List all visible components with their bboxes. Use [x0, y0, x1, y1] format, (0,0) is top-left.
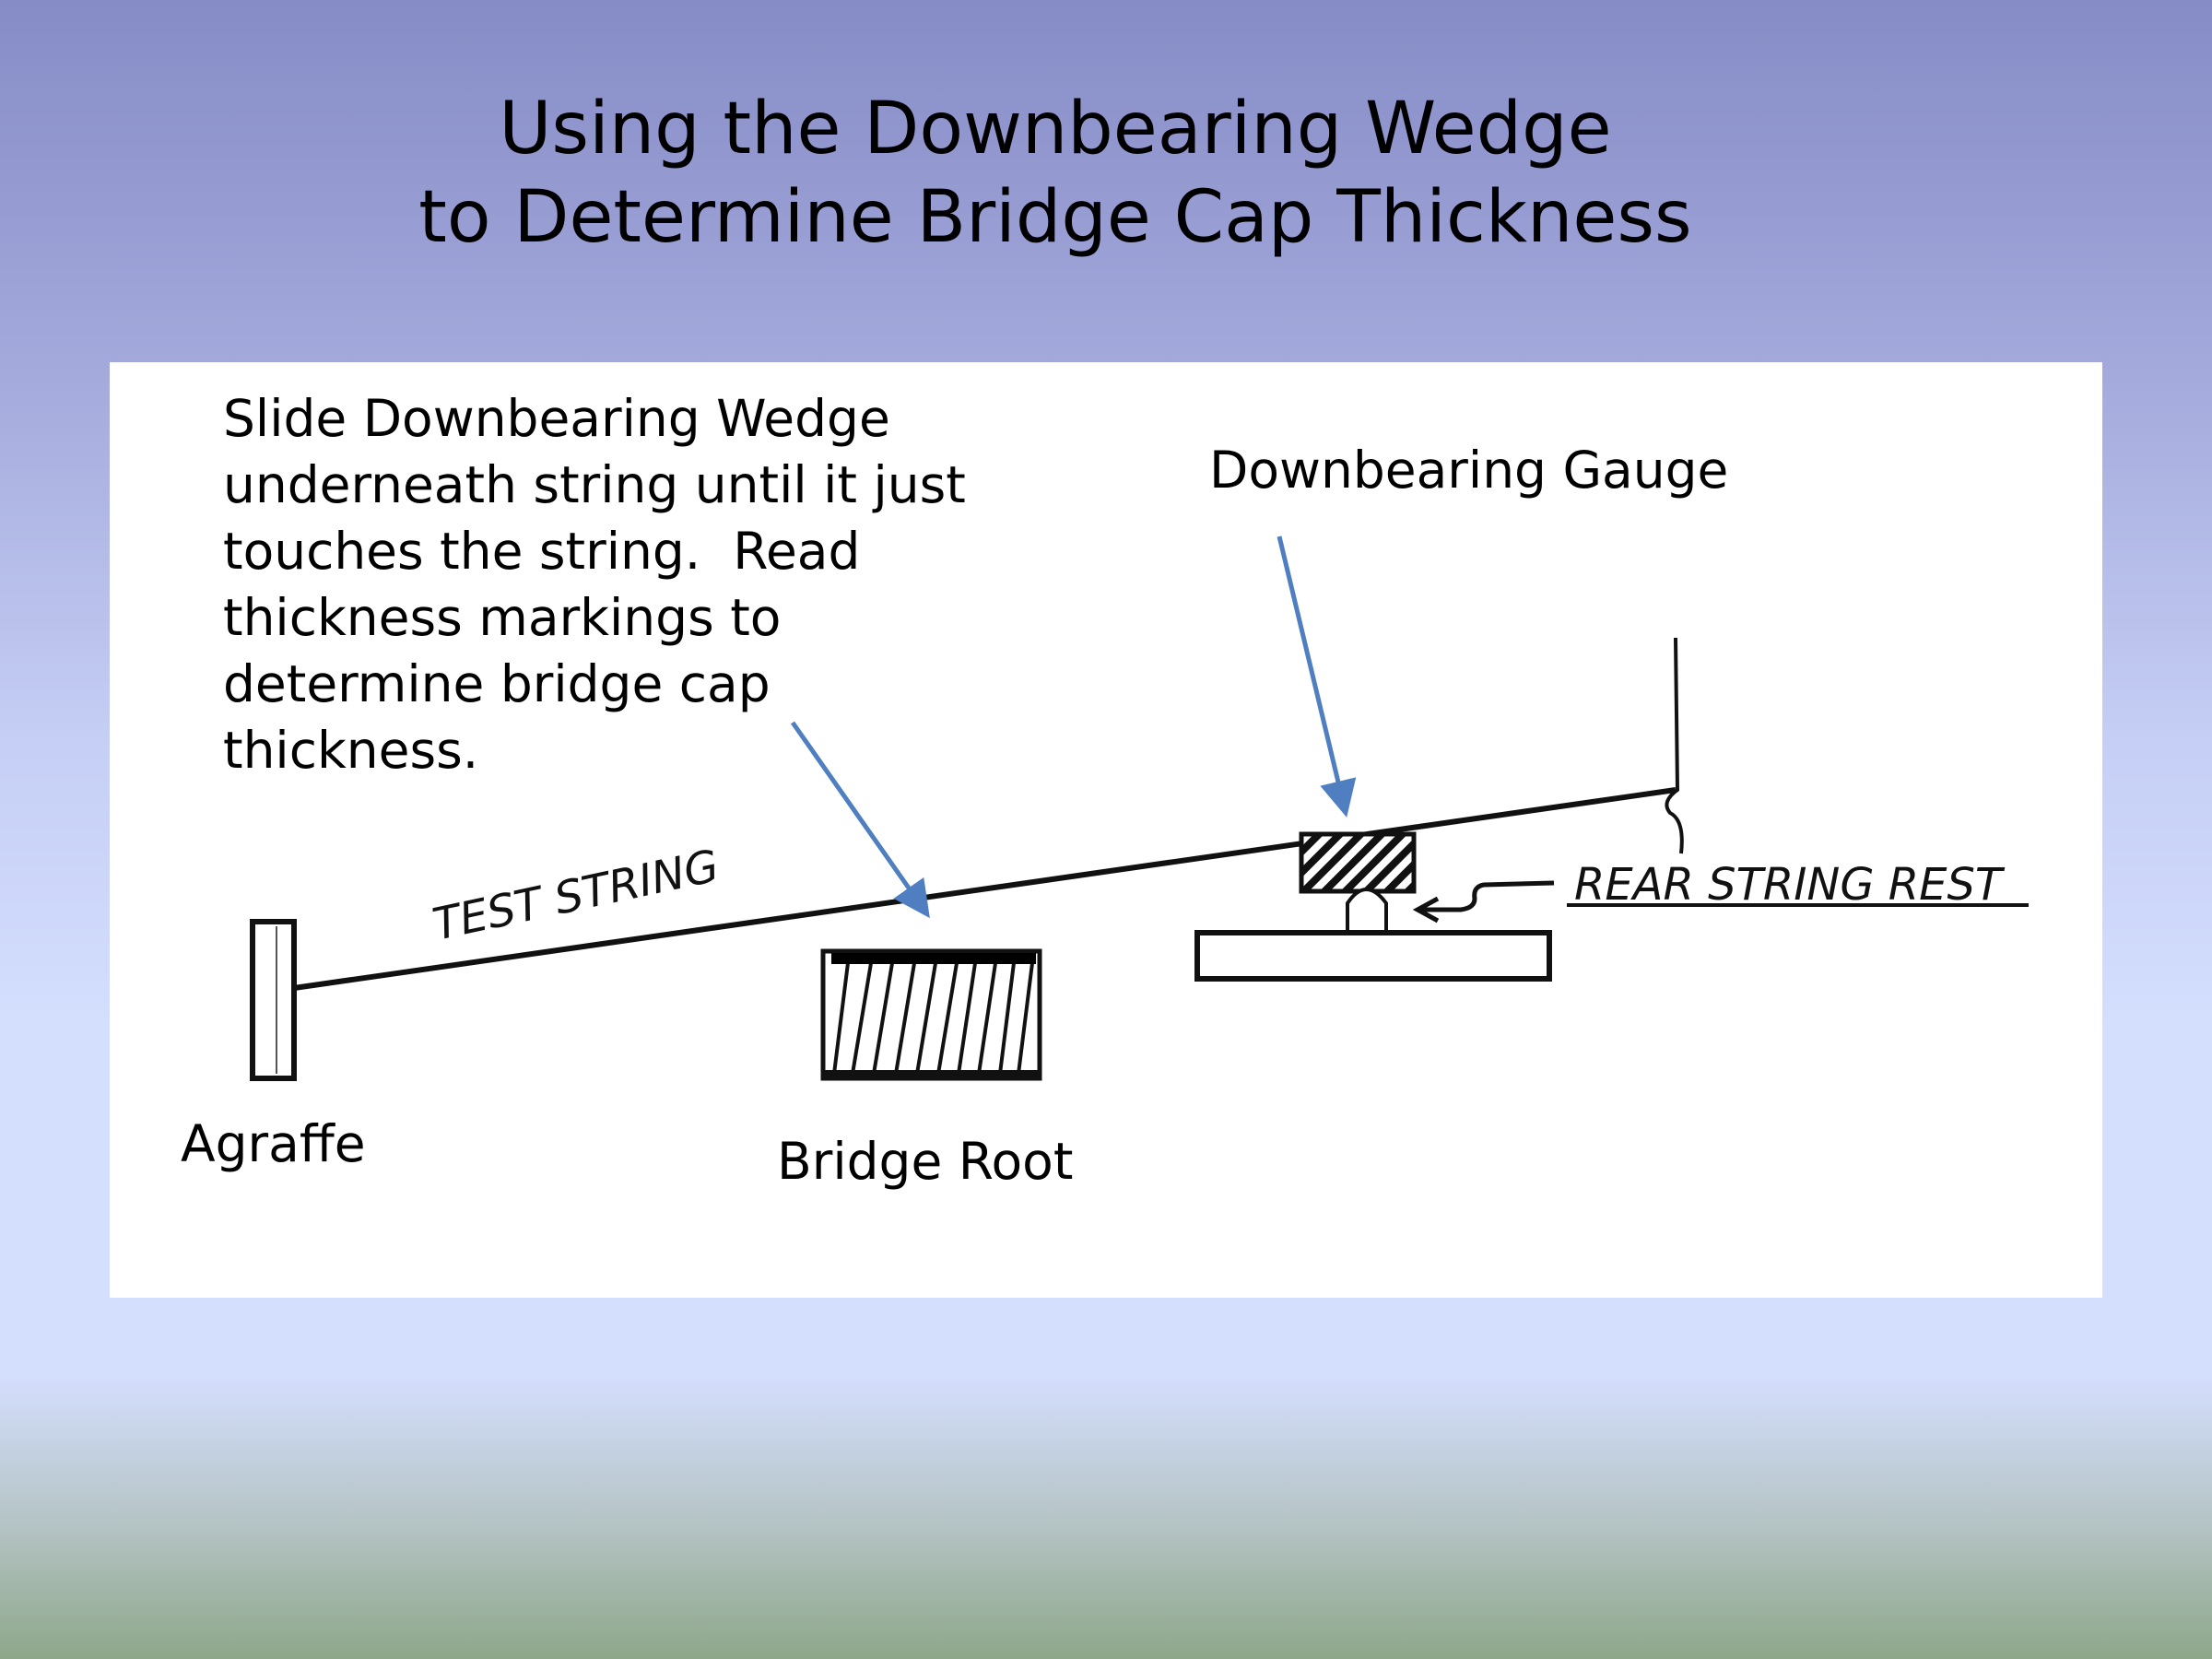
instruction-line: underneath string until it just: [223, 455, 966, 514]
rear-string-rest-label: REAR STRING REST: [1574, 859, 2006, 911]
agraffe-post: [250, 919, 297, 1081]
diagram-panel: [110, 362, 2102, 1298]
instruction-line: determine bridge cap: [223, 654, 771, 713]
title-line-2: to Determine Bridge Cap Thickness: [418, 176, 1692, 259]
instruction-line: touches the string. Read: [223, 522, 861, 581]
gauge-arrow: [1277, 535, 1357, 818]
instruction-text: Slide Downbearing Wedge underneath string…: [223, 385, 966, 783]
test-string: [293, 787, 1677, 991]
downbearing-gauge: [1194, 831, 1552, 982]
bridge-cap: [831, 953, 1036, 964]
instruction-line: thickness.: [223, 721, 479, 780]
slide-title: Using the Downbearing Wedge to Determine…: [0, 85, 2111, 262]
instruction-line: Slide Downbearing Wedge: [223, 389, 890, 448]
gauge-label: Downbearing Gauge: [1209, 441, 1729, 500]
agraffe-label: Agraffe: [181, 1114, 366, 1173]
bridge-root: [820, 948, 1042, 1081]
bridge-root-label: Bridge Root: [777, 1132, 1074, 1191]
title-line-1: Using the Downbearing Wedge: [499, 88, 1612, 171]
wedge-arrow: [790, 721, 930, 919]
rear-string-rest-pointer: [1412, 880, 1555, 924]
instruction-line: thickness markings to: [223, 588, 782, 647]
rear-string-rest-line: [1665, 637, 1684, 854]
